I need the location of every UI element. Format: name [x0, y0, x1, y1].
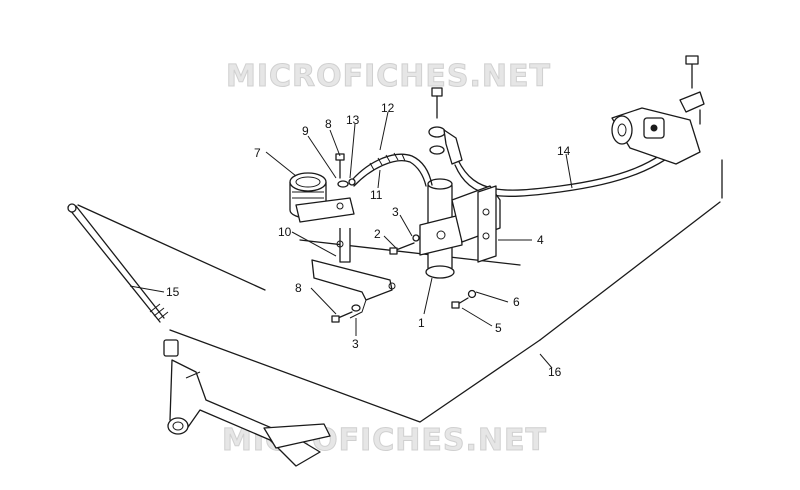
callout-2: 2: [374, 227, 381, 241]
callout-1: 1: [418, 316, 425, 330]
master-cylinder-body: [419, 178, 463, 279]
callout-7: 7: [254, 146, 261, 160]
callout-8-upper: 8: [325, 117, 332, 131]
callout-12: 12: [381, 101, 395, 115]
callout-13: 13: [346, 113, 360, 127]
callout-4: 4: [537, 233, 544, 247]
fluid-reservoir: [289, 172, 355, 223]
hose-14: [454, 135, 691, 197]
callout-3-upper: 3: [392, 205, 399, 219]
mounting-screws: [331, 234, 477, 323]
clutch-pedal: [167, 359, 331, 467]
reservoir-screws: [335, 153, 356, 188]
slave-cylinder: [611, 55, 705, 165]
callout-3-lower: 3: [352, 337, 359, 351]
callout-11: 11: [370, 188, 383, 202]
push-rod: [67, 203, 179, 357]
watermark-top: MICROFICHES.NET: [226, 59, 551, 94]
callout-6: 6: [513, 295, 520, 309]
leader-lines: [129, 111, 573, 369]
callout-10: 10: [278, 225, 292, 239]
callout-16: 16: [548, 365, 562, 379]
callout-8-lower: 8: [295, 281, 302, 295]
reservoir-hose: [351, 152, 433, 187]
callout-5: 5: [495, 321, 502, 335]
callouts: 1 2 3 3 4 5 6 7 8 8 9 10 11 12 13 14 15 …: [166, 101, 571, 379]
callout-14: 14: [557, 144, 571, 158]
banjo-bolt: [428, 87, 463, 165]
mounting-bracket: [451, 185, 501, 263]
callout-9: 9: [302, 124, 309, 138]
callout-15: 15: [166, 285, 180, 299]
support-bracket: [311, 228, 396, 319]
